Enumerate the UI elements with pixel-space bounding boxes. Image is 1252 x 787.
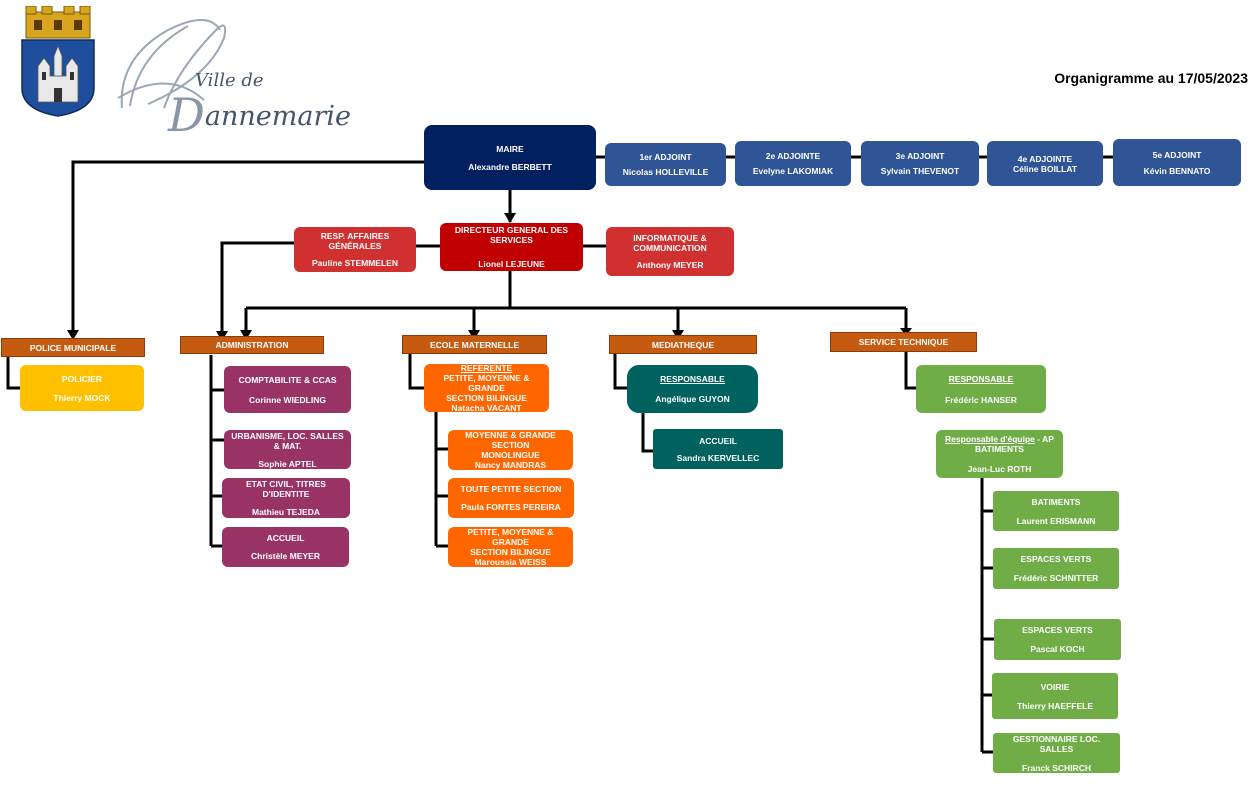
deputy-name: Evelyne LAKOMIAK: [752, 166, 834, 176]
technical-staff-role: ESPACES VERTS: [1022, 625, 1093, 635]
technical-team-lead-title: Responsable d'équipe - AP: [945, 434, 1054, 444]
police-officer-box[interactable]: POLICIER Thierry MOCK: [20, 365, 144, 411]
school-referent-line2: SECTION BILINGUE: [446, 393, 527, 403]
deputy-name: Céline BOILLAT: [1012, 163, 1078, 174]
header-ecole-maternelle[interactable]: ECOLE MATERNELLE: [402, 335, 547, 354]
dgs-box[interactable]: DIRECTEUR GENERAL DES SERVICES Lionel LE…: [440, 223, 583, 271]
school-staff-name: Paula FONTES PEREIRA: [461, 502, 561, 512]
city-crest-icon: [21, 6, 95, 117]
deputy-role: 5e ADJOINT: [1152, 149, 1202, 160]
deputy-role: 4e ADJOINTE: [1017, 153, 1073, 164]
technical-staff-name: Franck SCHIRCH: [1022, 762, 1091, 773]
admin-staff-box-2[interactable]: URBANISME, LOC. SALLES & MAT. Sophie APT…: [224, 430, 351, 469]
dgs-name: Lionel LEJEUNE: [478, 259, 545, 269]
school-referent-title: REFERENTE: [460, 363, 513, 373]
school-staff-line1: MOYENNE & GRANDE SECTION: [465, 430, 556, 450]
technical-team-lead-box[interactable]: Responsable d'équipe - AP BATIMENTS Jean…: [936, 430, 1063, 478]
deputy-role: 1er ADJOINT: [639, 152, 692, 162]
admin-staff-box-3[interactable]: ETAT CIVIL, TITRES D'IDENTITE Mathieu TE…: [222, 478, 350, 518]
technical-staff-box-4[interactable]: VOIRIE Thierry HAEFFELE: [992, 673, 1118, 719]
deputy-box-1[interactable]: 1er ADJOINT Nicolas HOLLEVILLE: [605, 143, 726, 186]
admin-staff-name: Christèle MEYER: [251, 551, 320, 561]
it-role-line2: COMMUNICATION: [633, 243, 707, 253]
general-affairs-role: RESP. AFFAIRES GÉNÉRALES: [320, 231, 390, 251]
admin-staff-name: Mathieu TEJEDA: [251, 507, 320, 517]
mayor-box[interactable]: MAIRE Alexandre BERBETT: [424, 125, 596, 190]
admin-staff-role: COMPTABILITE & CCAS: [238, 374, 337, 385]
logo-city-name: Dannemarie: [168, 88, 351, 142]
deputy-name: Sylvain THEVENOT: [880, 166, 960, 176]
general-affairs-box[interactable]: RESP. AFFAIRES GÉNÉRALES Pauline STEMMEL…: [294, 227, 416, 272]
mayor-role: MAIRE: [496, 143, 524, 154]
deputy-box-2[interactable]: 2e ADJOINTE Evelyne LAKOMIAK: [735, 141, 851, 186]
logo-subtitle: Ville de: [195, 70, 264, 91]
technical-team-lead-line2: BATIMENTS: [975, 444, 1024, 454]
header-service-technique[interactable]: SERVICE TECHNIQUE: [830, 332, 977, 352]
library-staff-box-1[interactable]: ACCUEIL Sandra KERVELLEC: [653, 429, 783, 469]
school-referent-line1: PETITE, MOYENNE & GRANDE: [443, 373, 530, 393]
header-police-municipale[interactable]: POLICE MUNICIPALE: [1, 338, 145, 357]
admin-staff-name: Corinne WIEDLING: [249, 394, 326, 405]
it-communication-box[interactable]: INFORMATIQUE & COMMUNICATION Anthony MEY…: [606, 227, 734, 276]
technical-staff-role: VOIRIE: [1040, 681, 1070, 692]
deputy-box-4[interactable]: 4e ADJOINTE Céline BOILLAT: [987, 141, 1103, 186]
library-staff-role: ACCUEIL: [699, 435, 737, 446]
it-name: Anthony MEYER: [636, 260, 704, 270]
ville-de-dannemarie-logo: [117, 19, 227, 109]
technical-staff-name: Frédéric SCHNITTER: [1013, 573, 1099, 583]
header-mediatheque[interactable]: MEDIATHEQUE: [609, 335, 757, 354]
library-lead-name: Angélique GUYON: [655, 394, 730, 404]
header-administration[interactable]: ADMINISTRATION: [180, 336, 324, 354]
technical-staff-box-5[interactable]: GESTIONNAIRE LOC. SALLES Franck SCHIRCH: [993, 733, 1120, 773]
library-lead-title: RESPONSABLE: [660, 374, 725, 384]
school-staff-box-3[interactable]: PETITE, MOYENNE & GRANDE SECTION BILINGU…: [448, 527, 573, 567]
it-role-line1: INFORMATIQUE &: [633, 233, 707, 243]
mayor-name: Alexandre BERBETT: [468, 161, 552, 172]
library-lead-box[interactable]: RESPONSABLE Angélique GUYON: [627, 365, 758, 413]
deputy-role: 2e ADJOINTE: [765, 151, 821, 161]
technical-staff-box-3[interactable]: ESPACES VERTS Pascal KOCH: [994, 619, 1121, 660]
admin-staff-box-1[interactable]: COMPTABILITE & CCAS Corinne WIEDLING: [224, 366, 351, 413]
police-officer-role: POLICIER: [61, 373, 103, 384]
admin-staff-role: URBANISME, LOC. SALLES & MAT.: [231, 430, 344, 451]
admin-staff-role: ETAT CIVIL, TITRES D'IDENTITE: [246, 479, 326, 499]
school-staff-box-2[interactable]: TOUTE PETITE SECTION Paula FONTES PEREIR…: [448, 478, 574, 518]
technical-lead-title: RESPONSABLE: [948, 373, 1014, 384]
technical-staff-name: Laurent ERISMANN: [1016, 515, 1096, 526]
dgs-role: DIRECTEUR GENERAL DES SERVICES: [454, 225, 569, 245]
admin-staff-name: Sophie APTEL: [258, 458, 317, 469]
library-staff-name: Sandra KERVELLEC: [676, 452, 760, 463]
school-staff-name: Maroussia WEISS: [474, 557, 547, 567]
school-staff-line2: SECTION BILINGUE: [470, 547, 551, 557]
admin-staff-role: ACCUEIL: [266, 533, 305, 543]
police-officer-name: Thierry MOCK: [53, 392, 111, 403]
deputy-name: Nicolas HOLLEVILLE: [622, 167, 709, 177]
technical-lead-name: Frédéric HANSER: [945, 394, 1017, 405]
technical-lead-box[interactable]: RESPONSABLE Frédéric HANSER: [916, 365, 1046, 413]
page-title: Organigramme au 17/05/2023: [1054, 70, 1248, 86]
technical-staff-name: Thierry HAEFFELE: [1016, 700, 1094, 711]
school-referent-box[interactable]: REFERENTE PETITE, MOYENNE & GRANDE SECTI…: [424, 363, 549, 413]
deputy-role: 3e ADJOINT: [895, 151, 945, 161]
admin-staff-box-4[interactable]: ACCUEIL Christèle MEYER: [222, 527, 349, 567]
deputy-name: Kévin BENNATO: [1143, 165, 1211, 176]
school-staff-line2: MONOLINGUE: [481, 450, 540, 460]
technical-staff-box-2[interactable]: ESPACES VERTS Frédéric SCHNITTER: [993, 548, 1119, 589]
school-staff-box-1[interactable]: MOYENNE & GRANDE SECTION MONOLINGUE Nanc…: [448, 430, 573, 470]
technical-staff-role: ESPACES VERTS: [1020, 554, 1092, 564]
technical-staff-role: BATIMENTS: [1031, 496, 1081, 507]
school-staff-name: Nancy MANDRAS: [474, 460, 547, 470]
technical-staff-name: Pascal KOCH: [1030, 644, 1085, 654]
school-staff-line1: PETITE, MOYENNE & GRANDE: [467, 527, 554, 547]
technical-staff-box-1[interactable]: BATIMENTS Laurent ERISMANN: [993, 491, 1119, 531]
technical-staff-role: GESTIONNAIRE LOC. SALLES: [1012, 733, 1101, 754]
school-staff-line1: TOUTE PETITE SECTION: [460, 484, 562, 494]
school-referent-name: Natacha VACANT: [451, 403, 522, 413]
deputy-box-3[interactable]: 3e ADJOINT Sylvain THEVENOT: [861, 141, 979, 186]
general-affairs-name: Pauline STEMMELEN: [312, 258, 398, 268]
deputy-box-5[interactable]: 5e ADJOINT Kévin BENNATO: [1113, 139, 1241, 186]
technical-team-lead-name: Jean-Luc ROTH: [967, 464, 1032, 474]
